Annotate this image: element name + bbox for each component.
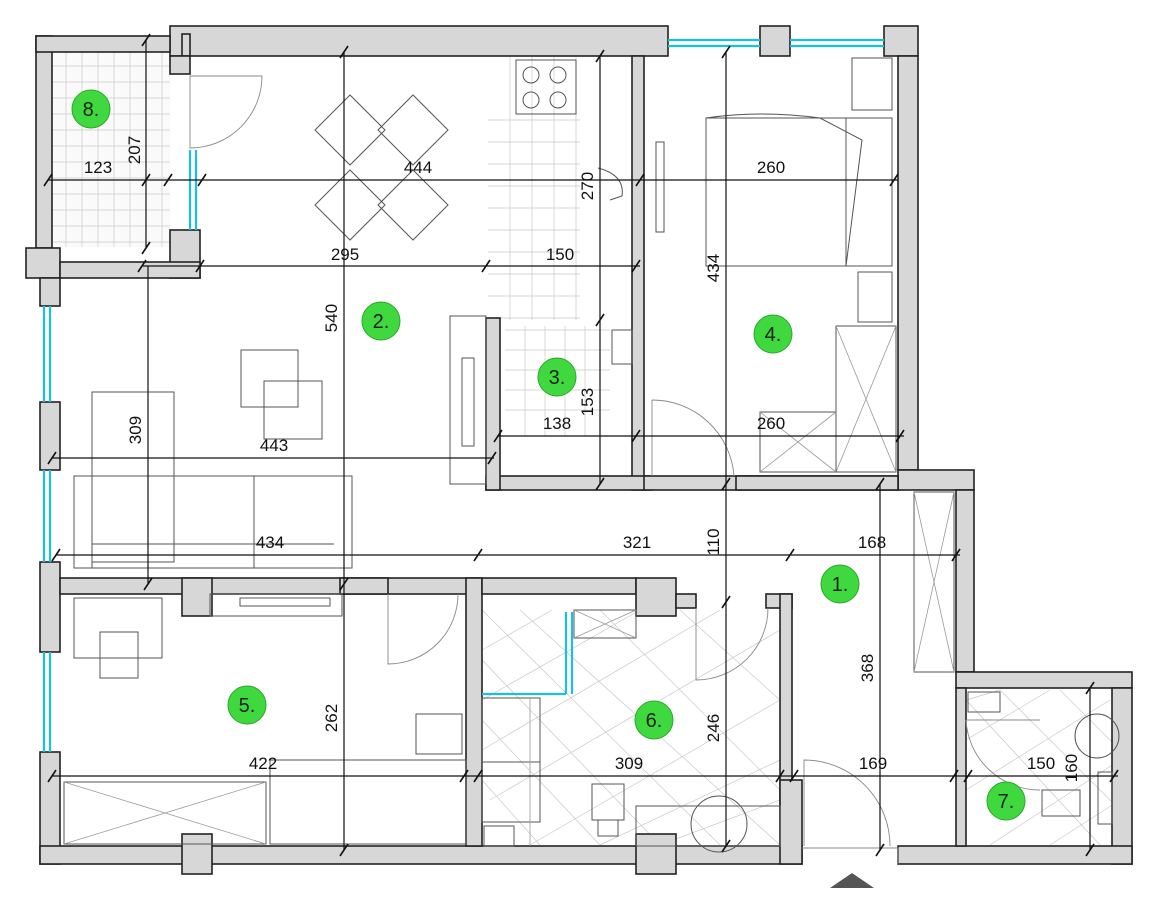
dim-kitchen-span: 150	[546, 245, 574, 264]
dim-hall-depth: 368	[858, 654, 877, 682]
wc-tiles	[965, 689, 1121, 846]
dim-entry-bottom-width: 169	[859, 754, 887, 773]
dimension-lines	[48, 40, 1118, 850]
dim-bedroom4-width-bottom: 260	[757, 414, 785, 433]
bathroom-tiles	[481, 609, 781, 846]
dim-pantry-depth: 153	[578, 388, 597, 416]
dim-dining-width: 444	[404, 158, 432, 177]
dim-pantry-width: 138	[543, 414, 571, 433]
room-label-5: 5.	[239, 695, 256, 717]
dim-living-height: 309	[126, 416, 145, 444]
dim-bedroom4-depth: 434	[704, 254, 723, 282]
dim-living-span: 295	[331, 245, 359, 264]
dim-hall-gap: 110	[704, 528, 723, 555]
room-label-6: 6.	[646, 710, 663, 732]
room-badge-4: 4.	[753, 314, 793, 354]
room-label-1: 1.	[832, 574, 849, 596]
room-badge-8: 8.	[71, 89, 111, 129]
dim-bathroom-width: 309	[615, 754, 643, 773]
room-label-8: 8.	[83, 99, 100, 121]
dim-living-depth: 540	[322, 304, 341, 332]
room-badge-2: 2.	[361, 301, 401, 341]
room-badge-6: 6.	[634, 700, 674, 740]
room-badges: 8. 2. 3. 4. 1. 5. 6. 7.	[71, 89, 1026, 821]
dim-living-width: 443	[260, 436, 288, 455]
doors	[189, 75, 1041, 864]
room-label-4: 4.	[765, 324, 782, 346]
dimension-ticks	[43, 33, 1119, 857]
balcony-tiles	[52, 52, 170, 247]
dim-bedroom5-depth: 262	[322, 704, 341, 732]
room-label-2: 2.	[373, 311, 390, 333]
windows	[42, 38, 884, 752]
walls	[25, 25, 1133, 875]
dim-hall-living-width: 434	[256, 533, 284, 552]
dim-wc-width: 150	[1027, 754, 1055, 773]
room-label-3: 3.	[549, 367, 566, 389]
dim-balcony-width: 123	[84, 158, 112, 177]
dim-bedroom4-width-top: 260	[757, 158, 785, 177]
furniture	[63, 56, 1120, 853]
dim-bedroom5-width: 422	[249, 754, 277, 773]
room-badge-3: 3.	[537, 357, 577, 397]
dim-entry-width: 168	[858, 533, 886, 552]
room-badge-5: 5.	[227, 685, 267, 725]
dim-bathroom-depth: 246	[704, 714, 723, 742]
dimension-labels: 123 207 444 270 260 295 150 434 540 153 …	[84, 136, 1081, 782]
room-badge-7: 7.	[986, 781, 1026, 821]
entrance-arrow-icon	[830, 873, 874, 888]
dim-wc-depth: 160	[1062, 754, 1081, 782]
room-badge-1: 1.	[820, 564, 860, 604]
kitchen-tiles	[488, 56, 580, 320]
dim-balcony-depth: 207	[125, 136, 144, 164]
room-label-7: 7.	[998, 791, 1015, 813]
dim-kitchen-depth: 270	[578, 172, 597, 200]
dim-hall-width: 321	[623, 533, 651, 552]
